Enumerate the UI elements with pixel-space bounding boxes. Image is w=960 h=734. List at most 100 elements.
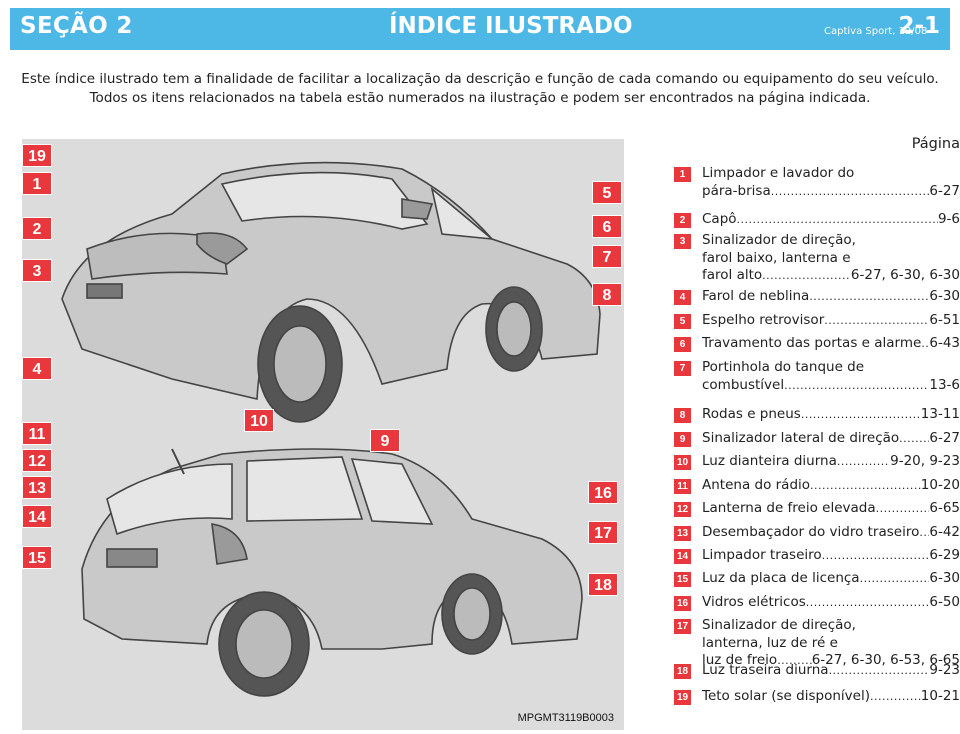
intro-line-2: Todos os itens relacionados na tabela es…: [89, 90, 871, 106]
entry-leader-line: Luz da placa de licença 6-30: [702, 570, 960, 588]
entry-text: Espelho retrovisor6-51: [702, 312, 960, 330]
entry-label: Teto solar (se disponível): [702, 688, 870, 704]
entry-number-badge: 5: [674, 314, 691, 329]
intro-text: Este índice ilustrado tem a finalidade d…: [0, 70, 960, 108]
entry-leader-line: Travamento das portas e alarme6-43: [702, 335, 960, 353]
entry-line: Limpador e lavador do: [702, 165, 855, 181]
entry-text: Teto solar (se disponível) 10-21: [702, 688, 960, 706]
callout-6: 6: [592, 215, 622, 238]
vehicle-illustration: 19 1 2 3 4 5 6 7 8 9 10 11 12 13 14 15 1…: [22, 139, 624, 730]
entry-page: 10-20: [920, 477, 960, 493]
dot-leader: [810, 477, 921, 495]
entry-text: Travamento das portas e alarme6-43: [702, 335, 960, 353]
dot-leader: [876, 500, 930, 518]
entry-label: Farol de neblina: [702, 288, 810, 304]
entry-number-badge: 17: [674, 619, 691, 634]
entry-label: farol alto: [702, 267, 763, 283]
page-number: 2-1: [898, 13, 940, 39]
callout-11: 11: [22, 422, 52, 445]
entry-leader-line: Vidros elétricos6-50: [702, 594, 960, 612]
callout-13: 13: [22, 476, 52, 499]
entry-number-badge: 7: [674, 361, 691, 376]
model-edition: Captiva Sport, 12/08: [824, 26, 928, 37]
entry-leader-line: pára-brisa6-27: [702, 183, 960, 201]
entry-label: Sinalizador lateral de direção: [702, 430, 900, 446]
entry-label: Rodas e pneus: [702, 406, 801, 422]
entry-line: Portinhola do tanque de: [702, 359, 865, 375]
callout-12: 12: [22, 449, 52, 472]
entry-label: Luz traseira diurna: [702, 662, 829, 678]
dot-leader: [806, 594, 930, 612]
entry-label: combustível: [702, 376, 785, 393]
entry-text: Luz traseira diurna 9-23: [702, 662, 960, 680]
entry-page: 6-27, 6-30, 6-30: [850, 267, 960, 283]
entry-leader-line: Teto solar (se disponível) 10-21: [702, 688, 960, 706]
callout-15: 15: [22, 546, 52, 569]
entry-text: Vidros elétricos6-50: [702, 594, 960, 612]
entry-text: Desembaçador do vidro traseiro 6-42: [702, 524, 960, 542]
dot-leader: [737, 211, 938, 229]
entry-number-badge: 12: [674, 502, 691, 517]
entry-label: Antena do rádio: [702, 477, 811, 493]
entry-page: 6-65: [929, 500, 960, 516]
entry-text: Lanterna de freio elevada 6-65: [702, 500, 960, 518]
callout-14: 14: [22, 505, 52, 528]
dot-leader: [860, 570, 930, 588]
entry-leader-line: Espelho retrovisor6-51: [702, 312, 960, 330]
callout-3: 3: [22, 259, 52, 282]
entry-leader-line: Farol de neblina 6-30: [702, 288, 960, 306]
entry-leader-line: Luz dianteira diurna9-20, 9-23: [702, 453, 960, 471]
dot-leader: [829, 662, 930, 680]
entry-label: Capô: [702, 211, 737, 227]
entry-number-badge: 9: [674, 432, 691, 447]
entry-number-badge: 6: [674, 337, 691, 352]
entry-number-badge: 16: [674, 596, 691, 611]
callout-8: 8: [592, 283, 622, 306]
entry-page: 6-30: [929, 288, 960, 304]
entry-page: 6-30: [929, 570, 960, 586]
entry-page: 10-21: [920, 688, 960, 704]
entry-text: Portinhola do tanque de combustível13-6: [702, 359, 960, 394]
dot-leader: [762, 267, 851, 285]
entry-number-badge: 10: [674, 455, 691, 470]
entry-label: Desembaçador do vidro traseiro: [702, 524, 920, 540]
entry-leader-line: Sinalizador lateral de direção 6-27: [702, 430, 960, 448]
entry-text: Luz dianteira diurna9-20, 9-23: [702, 453, 960, 471]
entry-line: lanterna, luz de ré e: [702, 634, 838, 651]
entry-label: Espelho retrovisor: [702, 312, 825, 328]
dot-leader: [824, 312, 929, 330]
entry-line: Sinalizador de direção,: [702, 617, 856, 633]
dot-leader: [809, 288, 929, 306]
dot-leader: [921, 335, 929, 353]
entry-label: luz de freio: [702, 652, 778, 668]
callout-2: 2: [22, 217, 52, 240]
entry-leader-line: farol alto 6-27, 6-30, 6-30: [702, 267, 960, 285]
entry-label: Lanterna de freio elevada: [702, 500, 876, 516]
callout-4: 4: [22, 357, 52, 380]
callout-19: 19: [22, 144, 52, 167]
page-column-header: Página: [911, 136, 960, 152]
entry-label: Luz da placa de licença: [702, 570, 860, 586]
entry-number-badge: 11: [674, 479, 691, 494]
callout-18: 18: [588, 573, 618, 596]
entry-page: 6-27: [929, 430, 960, 446]
entry-page: 9-6: [937, 211, 960, 227]
callout-16: 16: [588, 481, 618, 504]
entry-page: 9-23: [929, 662, 960, 678]
entry-page: 6-42: [929, 524, 960, 540]
entry-number-badge: 18: [674, 664, 691, 679]
entry-leader-line: Antena do rádio 10-20: [702, 477, 960, 495]
entry-number-badge: 8: [674, 408, 691, 423]
entry-text: Rodas e pneus 13-11: [702, 406, 960, 424]
dot-leader: [919, 524, 929, 542]
section-title: ÍNDICE ILUSTRADO: [389, 13, 633, 39]
callout-9: 9: [370, 429, 400, 452]
dot-leader: [822, 547, 930, 565]
entry-text: Limpador traseiro6-29: [702, 547, 960, 565]
entry-leader-line: Luz traseira diurna 9-23: [702, 662, 960, 680]
vehicle-drawing: [61, 161, 601, 697]
entry-page: 13-11: [920, 406, 960, 422]
entry-leader-line: combustível13-6: [702, 377, 960, 395]
entry-label: Limpador traseiro: [702, 547, 822, 563]
entry-leader-line: Capô 9-6: [702, 211, 960, 229]
